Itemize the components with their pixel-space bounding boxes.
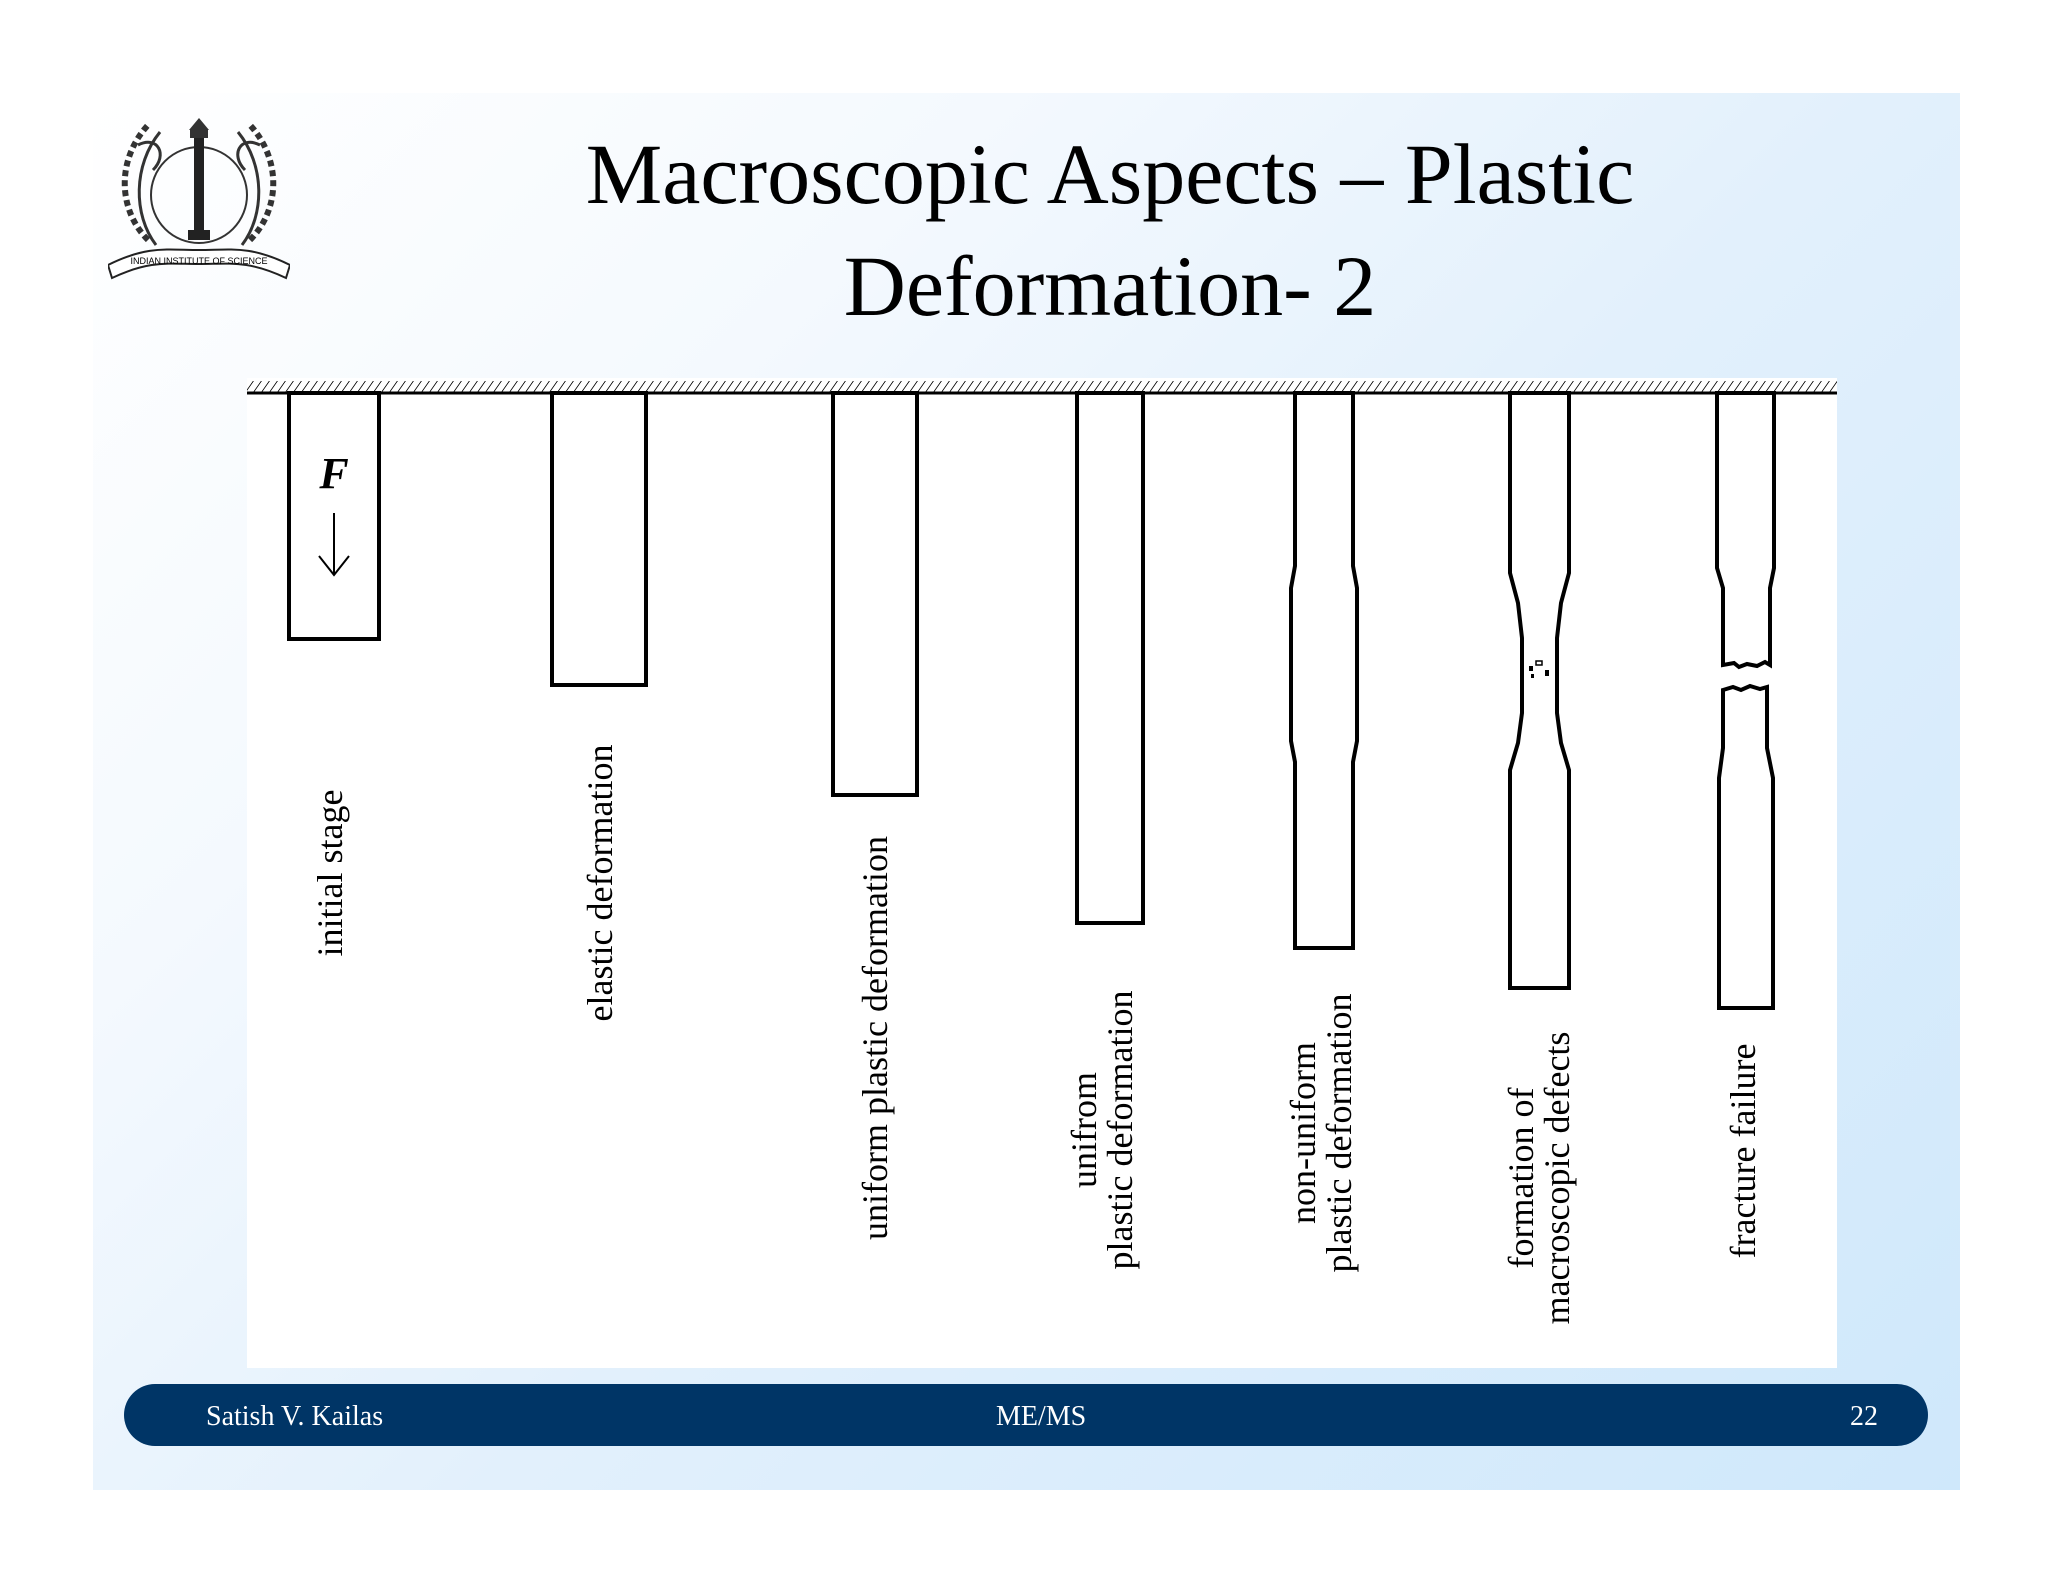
svg-text:plastic deformation: plastic deformation bbox=[1319, 994, 1359, 1273]
footer-bar: Satish V. Kailas ME/MS 22 bbox=[124, 1384, 1928, 1446]
specimen-unifrom-plastic-deformation bbox=[1075, 391, 1145, 925]
force-symbol: F bbox=[318, 449, 348, 498]
deformation-stages-svg: F initial stage elastic deformati bbox=[247, 381, 1837, 1325]
deformation-diagram: F initial stage elastic deformati bbox=[247, 378, 1837, 1368]
footer-course: ME/MS bbox=[996, 1401, 1087, 1432]
slide-title: Macroscopic Aspects – Plastic Deformatio… bbox=[440, 118, 1780, 342]
stage-label-fracture: fracture failure bbox=[1723, 1044, 1763, 1259]
stage-label-non-uniform-plastic: non-uniform plastic deformation bbox=[1283, 994, 1359, 1273]
svg-text:formation of: formation of bbox=[1501, 1088, 1541, 1269]
svg-text:uniform plastic deformation: uniform plastic deformation bbox=[855, 836, 895, 1240]
stage-label-uniform-plastic: uniform plastic deformation bbox=[855, 836, 895, 1240]
stage-label-elastic: elastic deformation bbox=[580, 745, 620, 1022]
specimen-fracture-upper-part bbox=[1715, 391, 1776, 670]
down-arrow-icon bbox=[318, 513, 350, 577]
footer-page-number: 22 bbox=[1850, 1401, 1878, 1432]
svg-text:elastic deformation: elastic deformation bbox=[580, 745, 620, 1022]
title-line-1: Macroscopic Aspects – Plastic bbox=[585, 126, 1635, 222]
svg-text:initial stage: initial stage bbox=[310, 790, 350, 957]
void-defects-icon bbox=[1529, 660, 1549, 678]
footer-author: Satish V. Kailas bbox=[206, 1401, 384, 1432]
specimen-non-uniform-plastic-deformation bbox=[1289, 391, 1359, 950]
specimen-fracture-lower-part bbox=[1717, 683, 1775, 1010]
iisc-logo-icon: INDIAN INSTITUTE OF SCIENCE bbox=[108, 118, 290, 280]
specimen-uniform-plastic-deformation bbox=[831, 391, 919, 797]
svg-text:plastic deformation: plastic deformation bbox=[1100, 991, 1140, 1270]
fixed-support-hatching bbox=[247, 381, 1837, 393]
stage-label-unifrom-plastic: unifrom plastic deformation bbox=[1064, 991, 1140, 1270]
stage-label-macroscopic-defects: formation of macroscopic defects bbox=[1501, 1032, 1577, 1325]
specimen-macroscopic-defects bbox=[1508, 391, 1571, 990]
logo-text: INDIAN INSTITUTE OF SCIENCE bbox=[130, 256, 267, 266]
svg-text:unifrom: unifrom bbox=[1064, 1072, 1104, 1188]
svg-text:non-uniform: non-uniform bbox=[1283, 1042, 1323, 1224]
svg-text:macroscopic defects: macroscopic defects bbox=[1537, 1032, 1577, 1325]
svg-text:fracture failure: fracture failure bbox=[1723, 1044, 1763, 1259]
specimen-elastic-deformation bbox=[550, 391, 648, 687]
title-line-2: Deformation- 2 bbox=[843, 238, 1377, 334]
stage-label-initial: initial stage bbox=[310, 790, 350, 957]
